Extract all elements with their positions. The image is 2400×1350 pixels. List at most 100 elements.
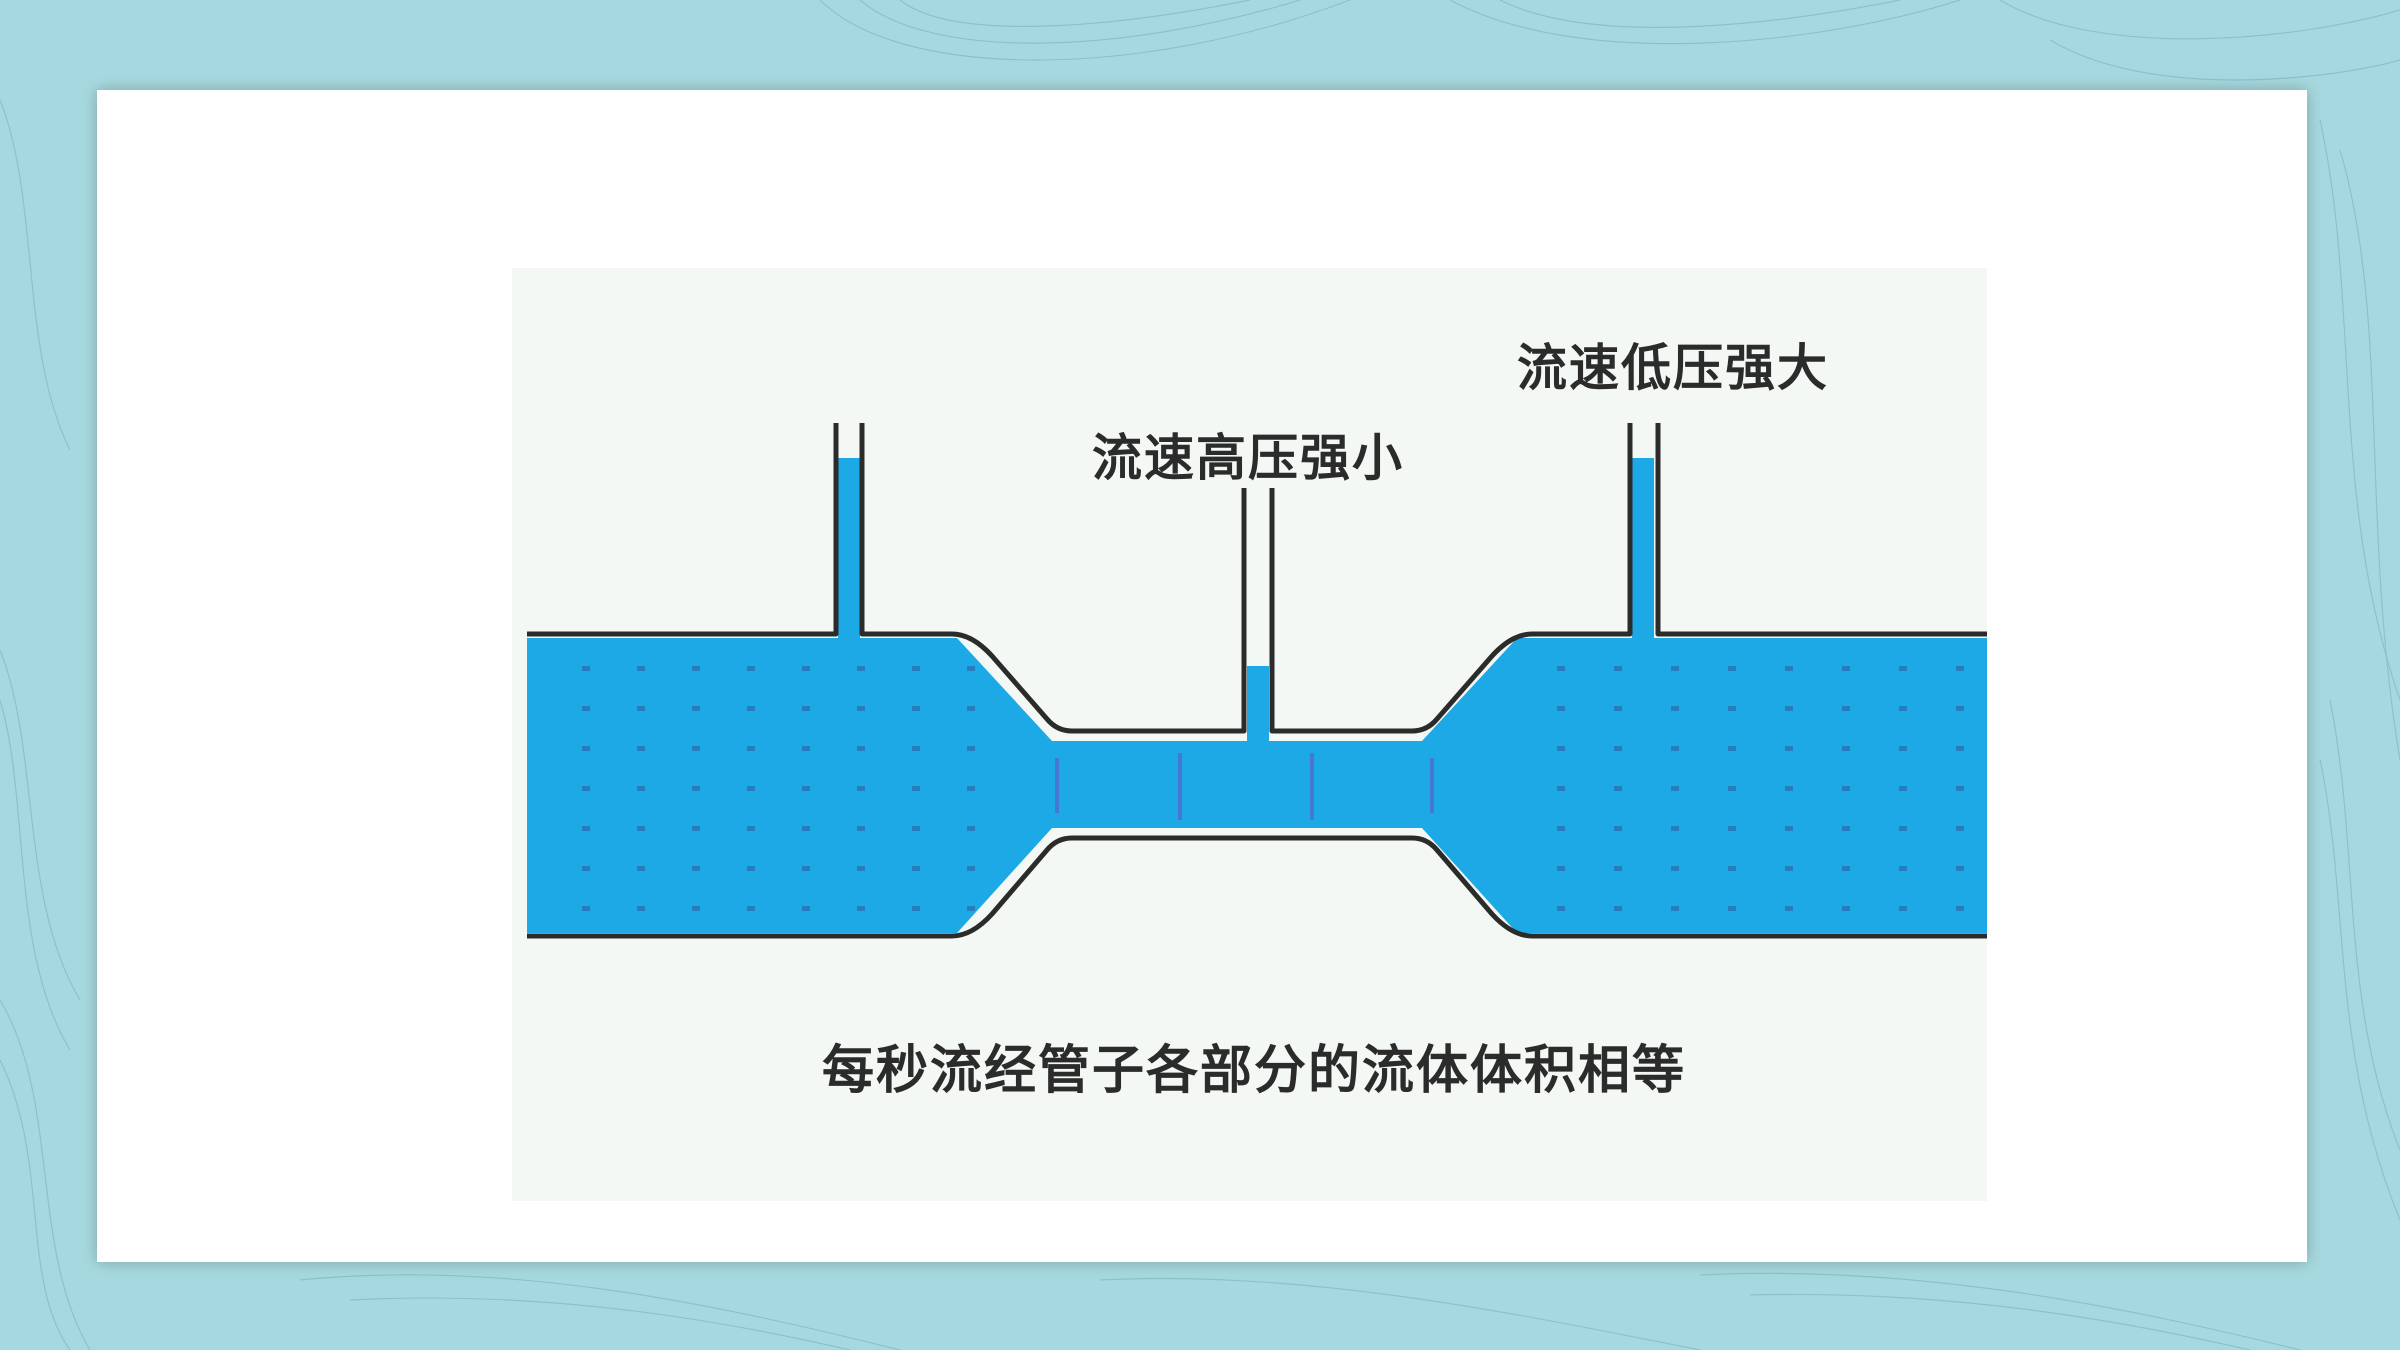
particle (1671, 746, 1679, 751)
venturi-tube-diagram (527, 423, 1987, 939)
particle (692, 786, 700, 791)
particle (1728, 786, 1736, 791)
venturi-tube-figure: 流速高压强小 流速低压强大 每秒流经管子各部分的流体体积相等 (512, 268, 1987, 1201)
particle (637, 906, 645, 911)
flow-front-marks (1055, 753, 1434, 820)
particle (1842, 706, 1850, 711)
particle (1671, 866, 1679, 871)
particle (747, 666, 755, 671)
particle (1557, 746, 1565, 751)
pipe-walls (527, 423, 1987, 939)
particle (1842, 826, 1850, 831)
particle (1728, 746, 1736, 751)
particle (692, 906, 700, 911)
particle (1956, 706, 1964, 711)
particle (1557, 666, 1565, 671)
particle (967, 666, 975, 671)
particle (1614, 826, 1622, 831)
particle (1842, 866, 1850, 871)
particle (747, 786, 755, 791)
particle (912, 866, 920, 871)
particle (1899, 706, 1907, 711)
particle (582, 906, 590, 911)
particle (582, 826, 590, 831)
particle (1899, 786, 1907, 791)
particle (692, 666, 700, 671)
particle (857, 666, 865, 671)
particle (967, 826, 975, 831)
particle (747, 906, 755, 911)
particle (967, 706, 975, 711)
particle (582, 666, 590, 671)
particle (1956, 786, 1964, 791)
particle (1614, 906, 1622, 911)
particle (1899, 906, 1907, 911)
particle (692, 746, 700, 751)
particle (912, 826, 920, 831)
particle (1671, 666, 1679, 671)
particle (1785, 746, 1793, 751)
particle (857, 706, 865, 711)
particle (1899, 866, 1907, 871)
particle (1842, 786, 1850, 791)
particle (582, 786, 590, 791)
figure-caption: 每秒流经管子各部分的流体体积相等 (822, 1041, 1687, 1101)
particle (802, 826, 810, 831)
left-tube-water (838, 458, 860, 638)
particle (582, 706, 590, 711)
particle (912, 906, 920, 911)
particle (1728, 906, 1736, 911)
particle (1956, 666, 1964, 671)
particle (802, 866, 810, 871)
particle (1956, 746, 1964, 751)
particle (1785, 866, 1793, 871)
particle (1728, 866, 1736, 871)
particle (637, 786, 645, 791)
wide-section-label: 流速低压强大 (1517, 339, 1829, 397)
particle (1785, 706, 1793, 711)
particle (692, 826, 700, 831)
particle (1842, 906, 1850, 911)
particle (747, 746, 755, 751)
particle (747, 706, 755, 711)
particle (1557, 826, 1565, 831)
particle (1899, 746, 1907, 751)
particle (637, 826, 645, 831)
particle (912, 746, 920, 751)
particle (1614, 866, 1622, 871)
particle (1671, 906, 1679, 911)
particle (912, 666, 920, 671)
particle (1614, 706, 1622, 711)
particle (1785, 826, 1793, 831)
particle (1956, 866, 1964, 871)
particle (802, 786, 810, 791)
particle (857, 866, 865, 871)
particle (967, 786, 975, 791)
particle (802, 906, 810, 911)
particle (747, 866, 755, 871)
particle (1785, 666, 1793, 671)
water-flow (527, 638, 1987, 933)
particle (1614, 666, 1622, 671)
particle (1899, 826, 1907, 831)
particle (1557, 706, 1565, 711)
particle (637, 866, 645, 871)
particle (1671, 706, 1679, 711)
middle-tube-water (1247, 666, 1269, 741)
particle (1671, 826, 1679, 831)
particle (857, 906, 865, 911)
particle (692, 706, 700, 711)
particle (1899, 666, 1907, 671)
particle (802, 666, 810, 671)
particle (582, 746, 590, 751)
particle (1557, 906, 1565, 911)
particle (582, 866, 590, 871)
particle (637, 746, 645, 751)
particle (747, 826, 755, 831)
narrow-section-label: 流速高压强小 (1092, 429, 1404, 487)
particle (1557, 866, 1565, 871)
right-tube-water (1632, 458, 1654, 638)
particle (1728, 666, 1736, 671)
particle (1956, 906, 1964, 911)
particle (1842, 746, 1850, 751)
